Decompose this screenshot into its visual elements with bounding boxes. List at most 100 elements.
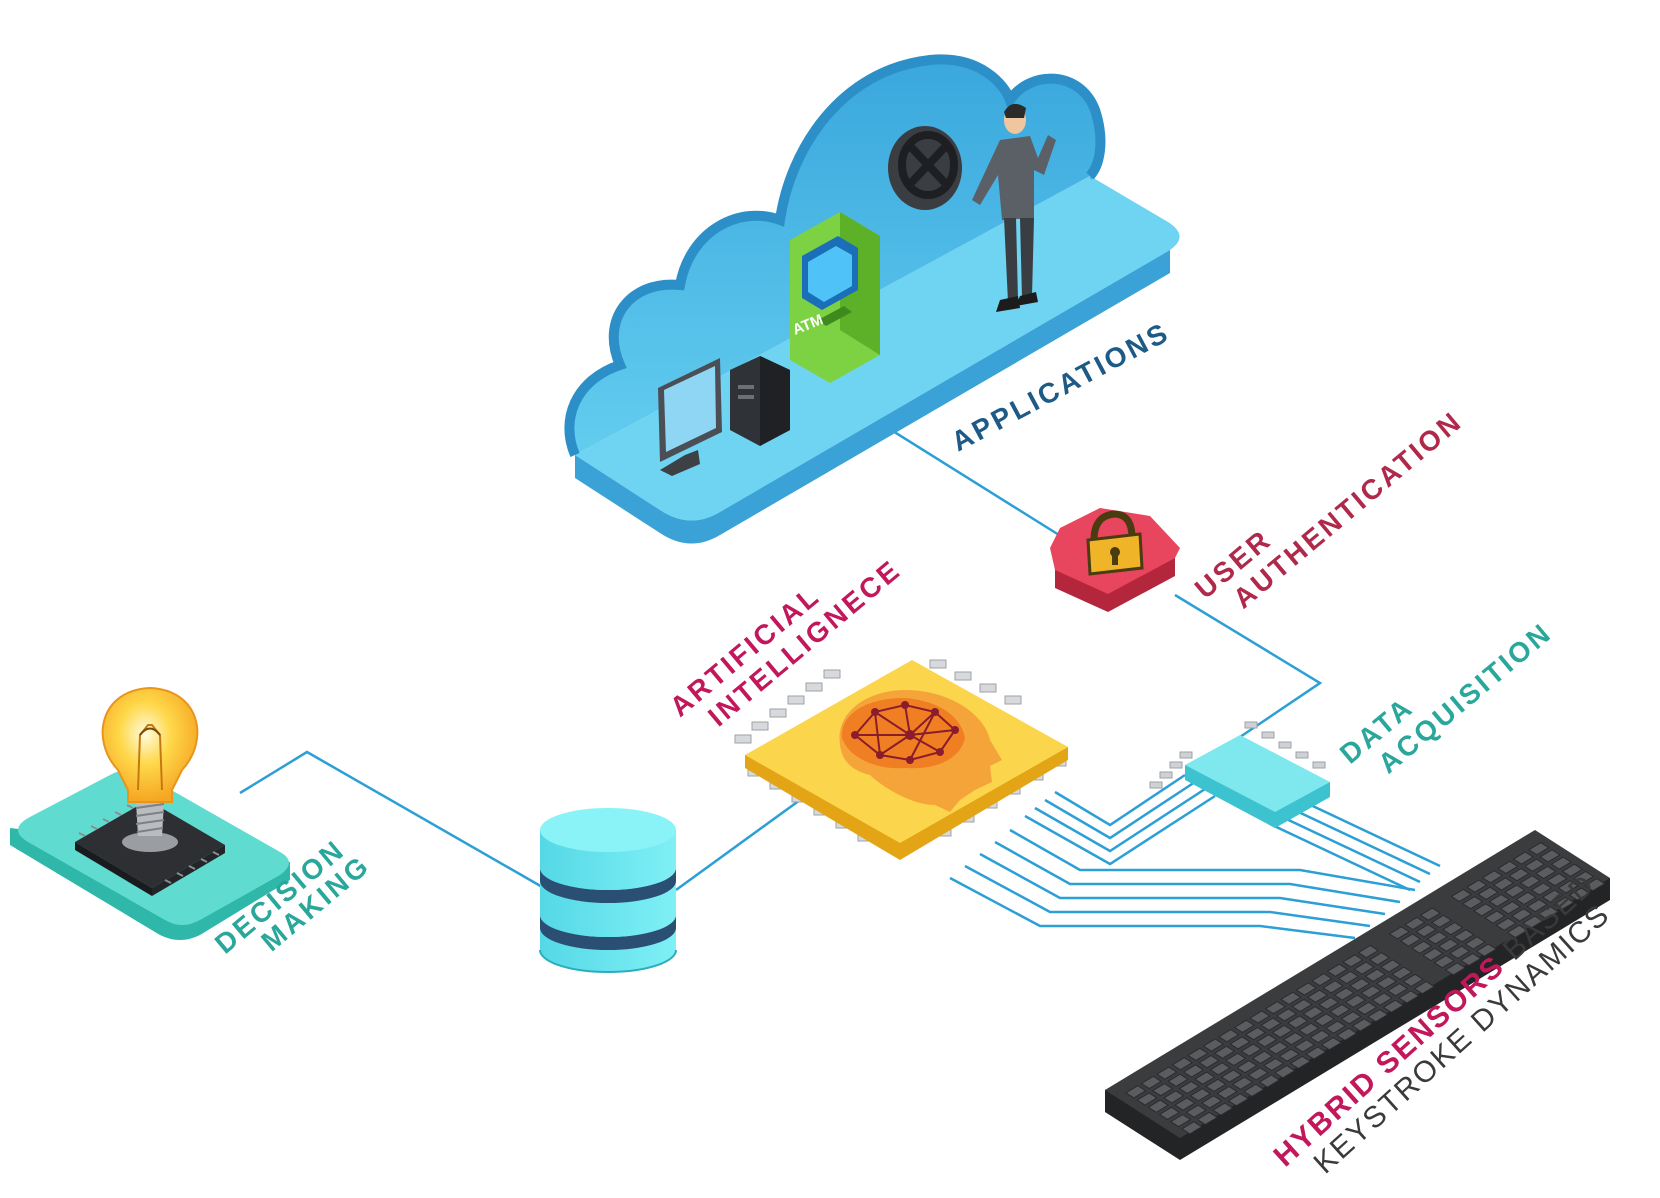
keyboard-key: [1460, 952, 1482, 967]
keyboard-key: [1437, 938, 1460, 952]
keyboard-key: [1357, 944, 1380, 959]
keyboard-key: [1481, 870, 1504, 884]
keyboard-key: [1275, 1008, 1298, 1022]
keyboard-key: [1151, 1082, 1174, 1097]
keyboard-key: [1546, 872, 1568, 887]
keyboard-key: [1229, 1036, 1251, 1050]
keyboard-key: [1233, 1019, 1256, 1034]
bus-ai-to-acquisition-3: [1034, 787, 1206, 853]
keyboard-key: [1510, 908, 1533, 922]
keyboard-key: [1181, 1121, 1203, 1135]
keyboard-key: [1189, 1088, 1212, 1102]
keyboard-key: [1169, 1113, 1192, 1128]
keyboard-key: [1348, 977, 1371, 992]
keyboard-key: [1336, 1027, 1358, 1041]
keyboard-key: [1488, 893, 1510, 908]
keyboard-key: [1147, 1099, 1169, 1113]
keyboard-key: [1368, 952, 1391, 966]
keyboard-key: [1247, 1067, 1269, 1081]
bus-acquisition-to-keyboard-1: [1299, 798, 1441, 868]
connector-icon: [1149, 721, 1330, 828]
keyboard-key: [1522, 915, 1544, 929]
keyboard-key: [1367, 1008, 1389, 1023]
keyboard-key: [1305, 1046, 1327, 1060]
keyboard-key: [1243, 1083, 1265, 1098]
keyboard-key: [1371, 992, 1393, 1006]
keyboard-key: [1260, 1017, 1282, 1031]
keyboard-key: [1539, 849, 1561, 863]
keyboard-key: [1313, 1013, 1336, 1027]
cloud-icon: ATM: [564, 54, 1180, 544]
keyboard-key: [1171, 1057, 1194, 1071]
keyboard-key: [1267, 1041, 1289, 1055]
ai-chip-icon: [734, 659, 1068, 860]
keyboard-key: [1495, 917, 1517, 931]
line-lock-to-acquisition: [1174, 593, 1323, 739]
keyboard-key: [1344, 994, 1367, 1008]
keyboard-key: [1306, 989, 1329, 1003]
keyboard-key: [1333, 987, 1355, 1001]
keyboard-key: [1404, 916, 1426, 931]
keyboard-key: [1282, 1031, 1305, 1046]
keyboard-key: [1477, 886, 1499, 900]
pc-tower-icon: [730, 356, 790, 446]
keyboard-key: [1212, 1102, 1234, 1116]
keyboard-key: [1553, 896, 1575, 911]
keyboard-key: [1453, 929, 1475, 943]
bus-ai-to-keyboard-1: [1009, 828, 1416, 892]
keyboard-key: [1185, 1104, 1207, 1118]
keyboard-key: [1289, 1055, 1312, 1070]
keyboard-key: [1464, 936, 1486, 950]
keyboard-key: [1444, 962, 1467, 976]
keyboard-key: [1178, 1080, 1200, 1095]
keyboard-key: [1568, 887, 1591, 901]
keyboard-key: [1255, 1034, 1278, 1048]
keyboard-key: [1448, 945, 1471, 959]
bus-acquisition-to-keyboard-4: [1269, 822, 1411, 892]
keyboard-key: [1213, 1045, 1236, 1059]
bus-ai-to-keyboard-4: [964, 864, 1371, 928]
keyboard-key: [1326, 963, 1349, 977]
lightbulb-chip-icon: [10, 686, 290, 940]
keyboard-key: [1492, 877, 1515, 891]
keyboard-key: [1258, 1074, 1281, 1088]
keyboard-key: [1311, 972, 1333, 987]
businessman-icon: [972, 103, 1056, 312]
keyboard-icon: [1105, 830, 1610, 1160]
keyboard-key: [1340, 1011, 1362, 1025]
line-ai-to-db: [675, 798, 801, 892]
keyboard-key: [1337, 970, 1360, 985]
keyboard-key: [1415, 924, 1437, 938]
data-acquisition-label: DATA ACQUISITION: [1334, 616, 1558, 779]
keyboard-key: [1499, 901, 1522, 915]
keyboard-key: [1317, 996, 1340, 1011]
keyboard-key: [1523, 858, 1546, 872]
monitor-icon: [658, 358, 722, 476]
keyboard-key: [1278, 1048, 1300, 1062]
bus-acquisition-to-keyboard-3: [1279, 814, 1421, 884]
keyboard-key: [1342, 954, 1364, 968]
keyboard-key: [1291, 998, 1313, 1013]
keyboard-key: [1537, 906, 1560, 920]
line-db-to-decision: [239, 750, 545, 890]
keyboard-key: [1430, 914, 1453, 929]
keyboard-key: [1422, 947, 1444, 962]
keyboard-key: [1419, 907, 1442, 921]
keyboard-key: [1497, 860, 1519, 875]
keyboard-key: [1295, 982, 1318, 996]
user-authentication-label: USER AUTHENTICATION: [1189, 405, 1468, 614]
keyboard-key: [1196, 1111, 1219, 1126]
line-cloud-to-lock: [887, 426, 1076, 547]
database-icon: [539, 808, 677, 973]
keyboard-key: [1484, 910, 1506, 924]
keyboard-key: [1140, 1075, 1163, 1090]
bus-ai-to-acquisition-2: [1044, 780, 1196, 840]
keyboard-key: [1293, 1039, 1316, 1053]
keyboard-key: [1572, 870, 1595, 885]
keyboard-key: [1382, 999, 1405, 1013]
keyboard-key: [1174, 1097, 1196, 1111]
keyboard-key: [1264, 1000, 1287, 1015]
keyboard-key: [1182, 1064, 1205, 1078]
keyboard-key: [1205, 1078, 1227, 1093]
